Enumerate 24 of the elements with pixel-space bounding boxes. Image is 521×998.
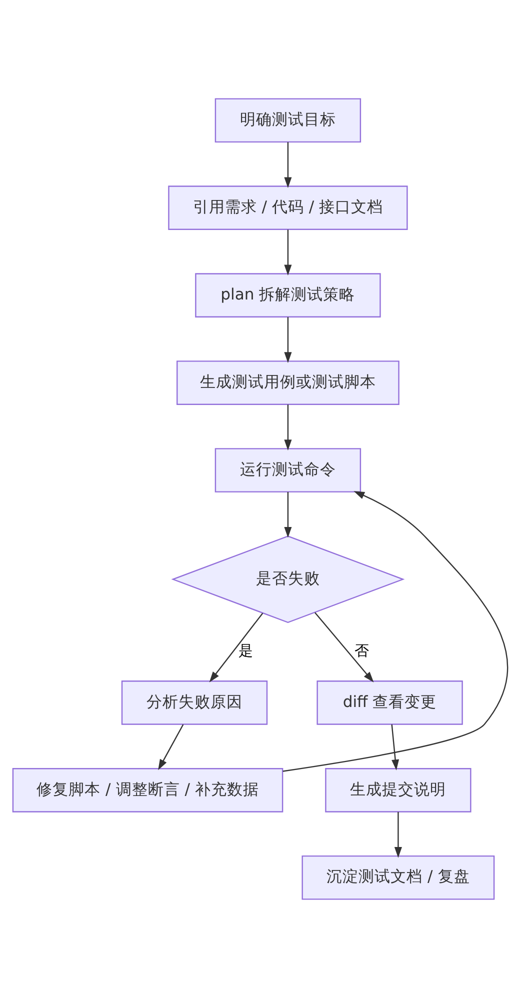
arrow <box>284 317 292 363</box>
node-box: plan 拆解测试策略 <box>195 273 381 318</box>
arrow <box>284 404 292 450</box>
node-box: 生成提交说明 <box>325 768 472 812</box>
node-box: 运行测试命令 <box>214 448 362 492</box>
node-diamond: 是否失败 <box>171 536 405 624</box>
arrow <box>394 812 402 858</box>
edge-label: 否 <box>354 643 369 660</box>
node-box: 分析失败原因 <box>121 680 268 725</box>
edge-label: 是 <box>238 643 252 660</box>
arrow <box>391 724 400 770</box>
arrow <box>284 142 292 188</box>
node-box: 引用需求 / 代码 / 接口文档 <box>168 186 408 230</box>
node-box: 生成测试用例或测试脚本 <box>176 360 400 405</box>
arrow <box>284 492 292 538</box>
node-box: 沉淀测试文档 / 复盘 <box>302 855 495 900</box>
arrow <box>282 491 508 772</box>
arrow <box>209 612 264 682</box>
node-box: diff 查看变更 <box>316 680 463 725</box>
arrow <box>158 724 184 770</box>
node-box: 修复脚本 / 调整断言 / 补充数据 <box>12 768 284 812</box>
node-box: 明确测试目标 <box>214 98 362 143</box>
arrow <box>314 612 374 682</box>
arrow <box>284 230 292 276</box>
